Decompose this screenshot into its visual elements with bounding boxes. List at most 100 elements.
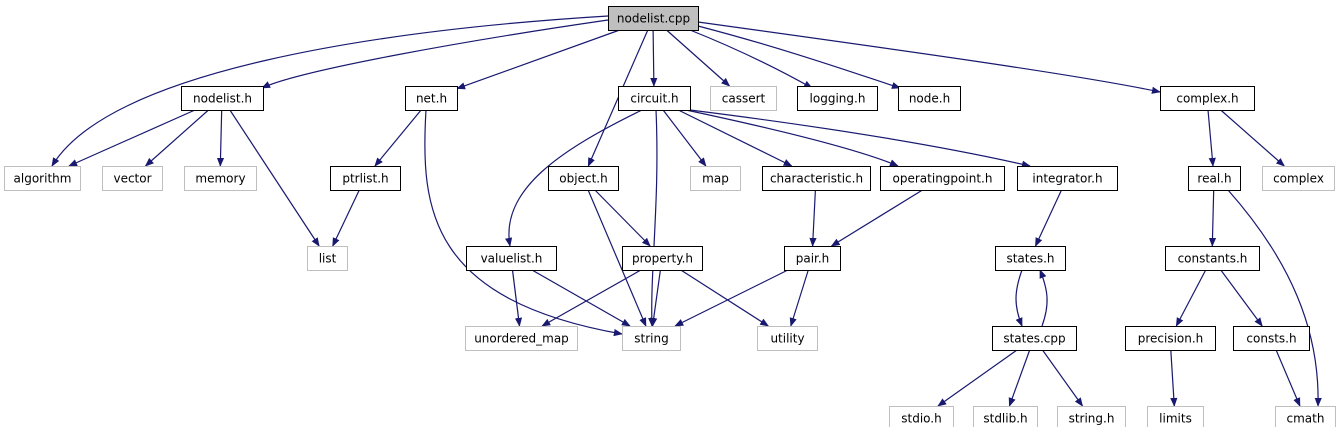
node-box xyxy=(330,166,401,191)
node-integrator-h[interactable]: integrator.h xyxy=(1017,166,1118,191)
node-complex-h[interactable]: complex.h xyxy=(1160,86,1255,111)
node-limits: limits xyxy=(1147,406,1204,427)
node-operatingpoint-h[interactable]: operatingpoint.h xyxy=(880,166,1005,191)
node-label: node.h xyxy=(909,92,950,106)
edge-states-cpp-to-stdio-h xyxy=(937,349,1018,407)
edge-constants-h-to-precision-h xyxy=(1175,269,1207,327)
node-characteristic-h[interactable]: characteristic.h xyxy=(762,166,871,191)
edge-nodelist-h-to-vector xyxy=(144,109,209,167)
node-box xyxy=(181,86,264,111)
node-circuit-h[interactable]: circuit.h xyxy=(618,86,691,111)
node-property-h[interactable]: property.h xyxy=(622,246,703,271)
node-label: complex xyxy=(1273,172,1324,186)
node-node-h[interactable]: node.h xyxy=(898,86,961,111)
node-label: cmath xyxy=(1287,412,1325,426)
node-label: states.cpp xyxy=(1003,332,1065,346)
node-states-h[interactable]: states.h xyxy=(995,246,1066,271)
edge-property-h-to-utility xyxy=(680,269,770,327)
node-box xyxy=(762,166,871,191)
edge-property-h-to-unordered-map xyxy=(541,269,642,327)
node-unordered-map: unordered_map xyxy=(465,326,578,351)
node-box xyxy=(1188,166,1241,191)
node-box xyxy=(622,246,703,271)
node-memory: memory xyxy=(184,166,257,191)
edges-layer xyxy=(51,15,1322,407)
node-pair-h[interactable]: pair.h xyxy=(784,246,841,271)
edge-characteristic-h-to-pair-h xyxy=(809,189,817,247)
node-cassert: cassert xyxy=(710,86,777,111)
node-states-cpp[interactable]: states.cpp xyxy=(992,326,1077,351)
edge-valuelist-h-to-unordered-map xyxy=(511,269,523,327)
node-box xyxy=(466,246,557,271)
edge-circuit-h-to-characteristic-h xyxy=(678,109,793,167)
node-valuelist-h[interactable]: valuelist.h xyxy=(466,246,557,271)
node-constants-h[interactable]: constants.h xyxy=(1165,246,1260,271)
node-label: net.h xyxy=(416,92,447,106)
node-box xyxy=(1017,166,1118,191)
node-box xyxy=(405,86,458,111)
node-list: list xyxy=(307,246,348,271)
edge-real-h-to-cmath xyxy=(1227,189,1322,407)
node-box xyxy=(1125,326,1216,351)
node-logging-h[interactable]: logging.h xyxy=(797,86,878,111)
node-precision-h[interactable]: precision.h xyxy=(1125,326,1216,351)
node-label: complex.h xyxy=(1176,92,1238,106)
node-cmath: cmath xyxy=(1275,406,1336,427)
node-box xyxy=(797,86,878,111)
node-label: nodelist.cpp xyxy=(617,12,690,26)
node-label: list xyxy=(319,252,337,266)
edge-constants-h-to-consts-h xyxy=(1220,269,1263,327)
node-box xyxy=(995,246,1066,271)
node-box xyxy=(4,166,81,191)
node-label: stdlib.h xyxy=(983,412,1027,426)
node-label: limits xyxy=(1159,412,1192,426)
node-label: utility xyxy=(770,332,804,346)
edge-nodelist-cpp-to-cassert xyxy=(666,29,731,87)
nodes-layer: nodelist.cpp nodelist.h net.h circuit.h cass… xyxy=(4,6,1336,427)
node-box xyxy=(465,326,578,351)
edge-states-h-to-states-cpp xyxy=(1015,269,1023,327)
node-object-h[interactable]: object.h xyxy=(548,166,619,191)
node-utility: utility xyxy=(757,326,818,351)
edge-net-h-to-ptrlist-h xyxy=(374,109,422,167)
node-box xyxy=(784,246,841,271)
edge-ptrlist-h-to-list xyxy=(332,189,360,247)
node-label: memory xyxy=(195,172,245,186)
edge-circuit-h-to-string xyxy=(648,109,658,327)
edge-nodelist-h-to-algorithm xyxy=(68,109,196,167)
node-consts-h[interactable]: consts.h xyxy=(1233,326,1310,351)
node-box xyxy=(1165,246,1260,271)
node-label: precision.h xyxy=(1138,332,1204,346)
edge-object-h-to-string xyxy=(587,189,647,327)
node-label: map xyxy=(702,172,729,186)
node-box xyxy=(710,86,777,111)
node-box xyxy=(307,246,348,271)
node-string-h: string.h xyxy=(1057,406,1126,427)
node-nodelist-h[interactable]: nodelist.h xyxy=(181,86,264,111)
node-stdlib-h: stdlib.h xyxy=(973,406,1038,427)
node-box xyxy=(889,406,954,427)
node-box xyxy=(898,86,961,111)
edge-nodelist-cpp-to-node-h xyxy=(697,25,901,89)
node-net-h[interactable]: net.h xyxy=(405,86,458,111)
edge-operatingpoint-h-to-pair-h xyxy=(830,189,923,247)
node-real-h[interactable]: real.h xyxy=(1188,166,1241,191)
node-box xyxy=(618,86,691,111)
edge-nodelist-cpp-to-circuit-h xyxy=(650,29,658,87)
node-box xyxy=(1233,326,1310,351)
node-label: ptrlist.h xyxy=(342,172,388,186)
node-ptrlist-h[interactable]: ptrlist.h xyxy=(330,166,401,191)
edge-states-cpp-to-stdlib-h xyxy=(1008,349,1031,407)
node-nodelist-cpp[interactable]: nodelist.cpp xyxy=(608,6,699,31)
node-box xyxy=(973,406,1038,427)
node-label: real.h xyxy=(1197,172,1231,186)
node-label: operatingpoint.h xyxy=(893,172,993,186)
node-label: valuelist.h xyxy=(481,252,543,266)
node-box xyxy=(184,166,257,191)
node-label: logging.h xyxy=(810,92,866,106)
node-vector: vector xyxy=(102,166,163,191)
node-string: string xyxy=(622,326,681,351)
node-box xyxy=(880,166,1005,191)
node-box xyxy=(622,326,681,351)
edge-precision-h-to-limits xyxy=(1170,349,1178,407)
